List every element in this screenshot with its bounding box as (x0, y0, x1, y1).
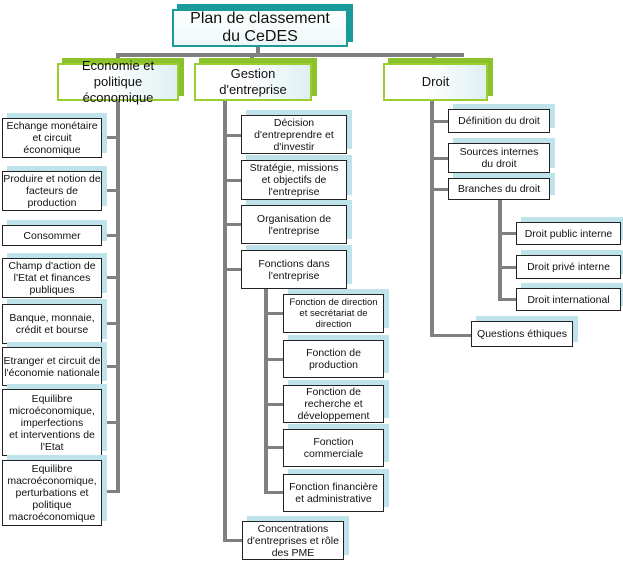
node-item: Stratégie, missions et objectifs de l'en… (241, 160, 347, 200)
connector (101, 136, 118, 139)
node-gestion: Gestion d'entreprise (194, 63, 312, 101)
connector (266, 491, 283, 494)
node-economie: Economie et politique économique (57, 58, 179, 105)
node-item: Etranger et circuit de l'économie nation… (2, 347, 102, 386)
node-item: Concentrations d'entreprises et rôle des… (242, 521, 344, 560)
connector (264, 288, 268, 494)
node-subitem: Droit international (516, 288, 621, 311)
connector (101, 365, 118, 368)
connector (223, 100, 227, 542)
connector (101, 189, 118, 192)
connector (500, 298, 516, 301)
connector (101, 276, 118, 279)
connector (101, 234, 118, 237)
connector (250, 53, 254, 63)
node-item: Produire et notion de facteurs de produc… (2, 171, 102, 211)
node-item: Consommer (2, 225, 102, 246)
node-subitem: Droit privé interne (516, 255, 621, 279)
node-subitem: Fonction financière et administrative (283, 474, 384, 512)
connector (256, 46, 260, 56)
node-item: Définition du droit (448, 109, 550, 133)
connector (101, 490, 118, 493)
connector (116, 53, 464, 57)
node-item: Champ d'action de l'Etat et finances pub… (2, 258, 102, 298)
connector (500, 232, 516, 235)
node-item: Banque, monnaie, crédit et bourse (2, 304, 102, 344)
node-item: Organisation de l'entreprise (241, 205, 347, 244)
node-subitem: Fonction commerciale (283, 429, 384, 467)
connector (498, 199, 502, 301)
connector (225, 134, 241, 137)
node-item: Décision d'entreprendre et d'investir (241, 115, 347, 154)
node-subitem: Droit public interne (516, 222, 621, 245)
connector (432, 188, 448, 191)
connector (225, 179, 241, 182)
connector (116, 53, 120, 63)
node-item: Equilibre macroéconomique, perturbations… (2, 460, 102, 526)
node-item: Fonctions dans l'entreprise (241, 250, 347, 289)
node-item: Equilibre microéconomique, imperfections… (2, 389, 102, 456)
node-item: Sources internes du droit (448, 143, 550, 173)
connector (266, 446, 283, 449)
connector (101, 322, 118, 325)
node-item: Echange monétaire et circuit économique (2, 118, 102, 158)
connector (225, 539, 242, 542)
connector (432, 334, 471, 337)
node-item: Branches du droit (448, 178, 550, 200)
connector (266, 403, 283, 406)
node-item: Questions éthiques (471, 321, 573, 347)
node-subitem: Fonction de direction et secrétariat de … (283, 294, 384, 333)
connector (500, 266, 516, 269)
node-subitem: Fonction de production (283, 340, 384, 378)
connector (432, 157, 448, 160)
root-node: Plan de classement du CeDES (172, 9, 348, 47)
connector (430, 100, 434, 337)
connector (116, 100, 120, 493)
connector (266, 312, 283, 315)
connector (225, 268, 241, 271)
connector (432, 120, 448, 123)
node-subitem: Fonction de recherche et développement (283, 385, 384, 423)
connector (266, 358, 283, 361)
node-droit: Droit (383, 63, 488, 101)
connector (101, 421, 118, 424)
connector (432, 53, 436, 63)
connector (225, 223, 241, 226)
